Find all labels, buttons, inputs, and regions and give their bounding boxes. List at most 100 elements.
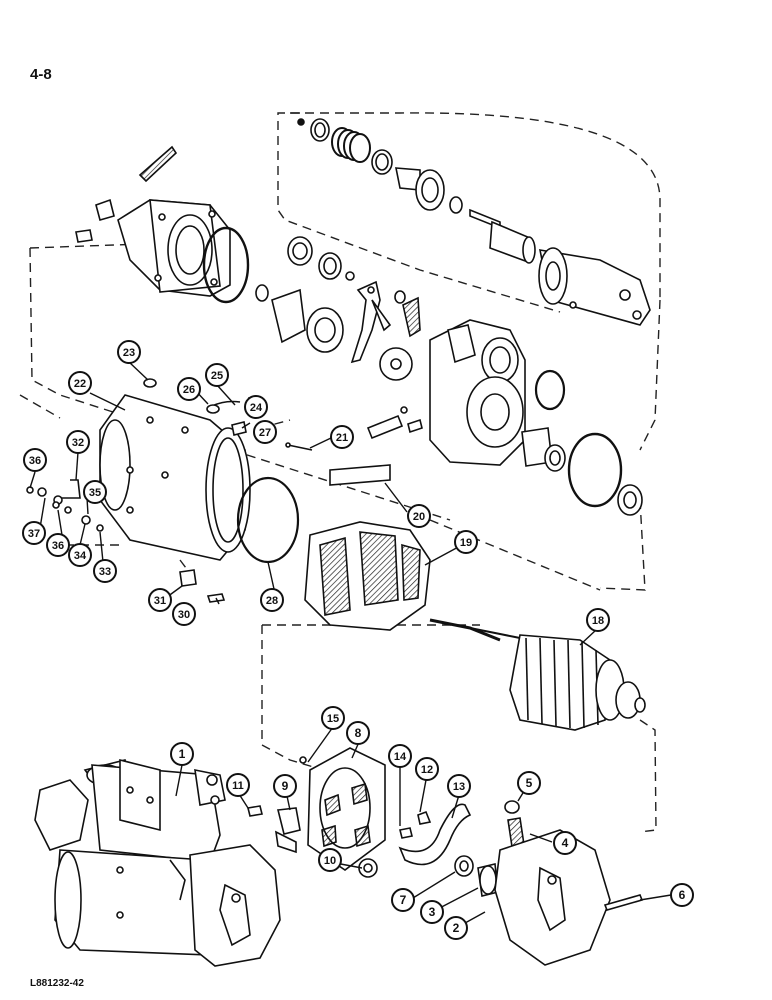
callout-circle xyxy=(553,831,577,855)
callout-label: 31 xyxy=(154,595,166,607)
drive-housing xyxy=(366,319,643,516)
callout-1: 1 xyxy=(170,742,194,766)
callout-circle xyxy=(83,480,107,504)
callout-circle xyxy=(420,900,444,924)
callout-label: 13 xyxy=(453,781,465,793)
callout-label: 28 xyxy=(266,595,278,607)
callout-label: 19 xyxy=(460,537,472,549)
callout-32: 32 xyxy=(66,430,90,454)
field-frame xyxy=(99,378,300,564)
solenoid-parts xyxy=(297,118,651,326)
callout-37: 37 xyxy=(22,521,46,545)
callout-circle xyxy=(586,608,610,632)
callout-label: 36 xyxy=(52,540,64,552)
callout-14: 14 xyxy=(388,744,412,768)
armature xyxy=(429,618,646,731)
callout-8: 8 xyxy=(346,721,370,745)
leader-lines xyxy=(29,361,672,929)
callout-3: 3 xyxy=(420,900,444,924)
callout-22: 22 xyxy=(68,371,92,395)
callout-label: 27 xyxy=(259,427,271,439)
callout-36a: 36 xyxy=(23,448,47,472)
callout-label: 24 xyxy=(250,402,263,414)
callout-6: 6 xyxy=(670,883,694,907)
callout-label: 5 xyxy=(526,776,533,790)
callout-label: 35 xyxy=(89,487,101,499)
callout-10: 10 xyxy=(318,848,342,872)
callout-circle xyxy=(148,588,172,612)
callout-26: 26 xyxy=(177,377,201,401)
callout-circle xyxy=(93,559,117,583)
callout-13: 13 xyxy=(447,774,471,798)
nose-housing-parts xyxy=(75,145,269,304)
callout-label: 8 xyxy=(355,726,362,740)
callout-label: 22 xyxy=(74,378,86,390)
callout-label: 10 xyxy=(324,855,336,867)
callout-21: 21 xyxy=(330,425,354,449)
callout-28: 28 xyxy=(260,588,284,612)
callout-circle xyxy=(260,588,284,612)
callout-circle xyxy=(388,744,412,768)
callout-24: 24 xyxy=(244,395,268,419)
callout-circle xyxy=(517,771,541,795)
callout-label: 14 xyxy=(394,751,407,763)
callout-circle xyxy=(23,448,47,472)
callout-circle xyxy=(226,773,250,797)
callout-markers: 1234567891011121314151819202122232425262… xyxy=(22,340,694,940)
callout-35: 35 xyxy=(83,480,107,504)
callout-2: 2 xyxy=(444,916,468,940)
callout-label: 37 xyxy=(28,528,40,540)
callout-15: 15 xyxy=(321,706,345,730)
callout-label: 32 xyxy=(72,437,84,449)
callout-label: 2 xyxy=(453,921,460,935)
callout-circle xyxy=(22,521,46,545)
callout-33: 33 xyxy=(93,559,117,583)
callout-circle xyxy=(670,883,694,907)
callout-34: 34 xyxy=(68,543,92,567)
callout-circle xyxy=(444,916,468,940)
callout-label: 34 xyxy=(74,550,87,562)
callout-circle xyxy=(346,721,370,745)
callout-circle xyxy=(177,377,201,401)
callout-12: 12 xyxy=(415,757,439,781)
assembled-starter xyxy=(34,758,281,967)
brush-holder xyxy=(247,747,472,878)
callout-27: 27 xyxy=(253,420,277,444)
callout-25: 25 xyxy=(205,363,229,387)
callout-circle xyxy=(170,742,194,766)
callout-circle xyxy=(273,774,297,798)
callout-label: 3 xyxy=(429,905,436,919)
callout-19: 19 xyxy=(454,530,478,554)
callout-circle xyxy=(407,504,431,528)
callout-circle xyxy=(68,371,92,395)
callout-label: 23 xyxy=(123,347,135,359)
callout-label: 7 xyxy=(400,893,407,907)
callout-circle xyxy=(244,395,268,419)
callout-circle xyxy=(253,420,277,444)
callout-label: 36 xyxy=(29,455,41,467)
callout-circle xyxy=(68,543,92,567)
callout-5: 5 xyxy=(517,771,541,795)
callout-label: 11 xyxy=(232,780,244,792)
terminal-parts xyxy=(26,479,226,603)
callout-label: 1 xyxy=(179,747,186,761)
callout-31: 31 xyxy=(148,588,172,612)
callout-circle xyxy=(172,602,196,626)
callout-9: 9 xyxy=(273,774,297,798)
callout-23: 23 xyxy=(117,340,141,364)
callout-circle xyxy=(66,430,90,454)
callout-label: 21 xyxy=(336,432,348,444)
callout-label: 25 xyxy=(211,370,223,382)
callout-4: 4 xyxy=(553,831,577,855)
callout-label: 18 xyxy=(592,615,604,627)
callout-circle xyxy=(321,706,345,730)
callout-circle xyxy=(318,848,342,872)
callout-circle xyxy=(447,774,471,798)
figure-code: L881232-42 xyxy=(30,978,84,989)
callout-label: 12 xyxy=(421,764,433,776)
callout-label: 15 xyxy=(327,713,339,725)
callout-36b: 36 xyxy=(46,533,70,557)
callout-circle xyxy=(330,425,354,449)
